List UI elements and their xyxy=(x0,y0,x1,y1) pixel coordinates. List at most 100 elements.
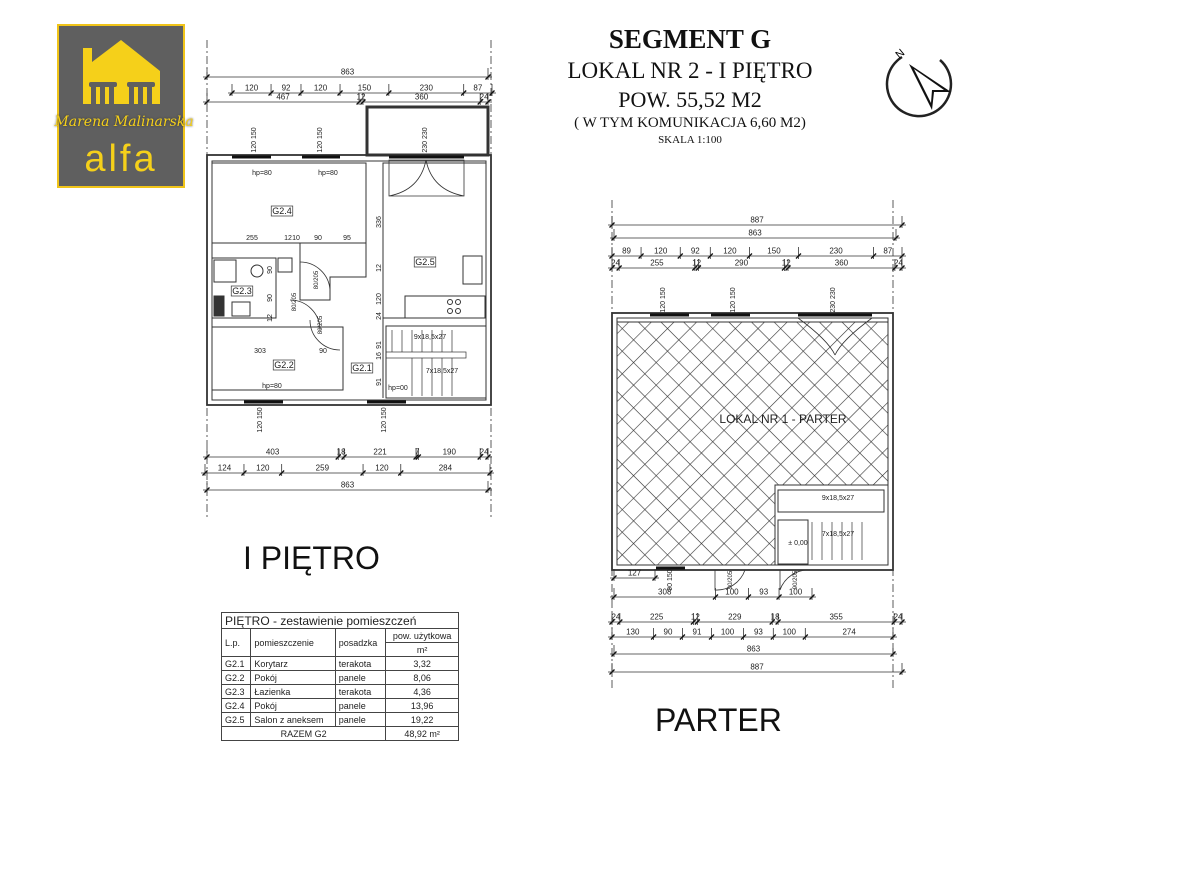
drawing-scale: SKALA 1:100 xyxy=(658,134,722,146)
room-label: G2.1 xyxy=(352,363,372,373)
unit-area: POW. 55,52 M2 xyxy=(618,87,762,112)
dimension-tick xyxy=(335,454,342,460)
interior-dimension: 12 xyxy=(376,264,383,272)
dimension-label: 12 xyxy=(782,259,791,268)
dimension-label: 284 xyxy=(439,464,453,473)
dimension-label: 24 xyxy=(480,448,489,457)
interior-dimension: 24 xyxy=(376,312,383,320)
room-label: G2.5 xyxy=(415,257,435,267)
dimension-tick xyxy=(795,253,802,259)
dimension-label: 230 xyxy=(829,247,843,256)
window-height-label: hp=80 xyxy=(318,170,338,177)
dimension-label: 150 xyxy=(767,247,781,256)
cell-lp: G2.3 xyxy=(220,684,252,699)
dimension-tick xyxy=(485,74,491,80)
dimension-tick xyxy=(204,487,210,493)
dimension-label: 120 xyxy=(375,464,389,473)
cell-lp: G2.1 xyxy=(220,656,252,671)
dimension-tick xyxy=(652,575,658,581)
total-label: RAZEM G2 xyxy=(220,726,387,741)
dimension-label: 24 xyxy=(480,93,489,102)
dimension-tick xyxy=(809,594,815,600)
dimension-label: 100 xyxy=(783,628,797,637)
room-tag-box xyxy=(413,256,437,268)
room-tag-box xyxy=(272,359,296,371)
dimension-tick xyxy=(298,90,304,96)
interior-dimension: 12 xyxy=(267,314,274,322)
dimension-tick xyxy=(679,634,686,640)
dimension-label: 259 xyxy=(316,464,330,473)
dimension-label: 120 xyxy=(256,464,270,473)
hatched-area xyxy=(616,321,889,566)
dimension-label: 863 xyxy=(748,229,762,238)
cell-room: Salon z aneksem xyxy=(250,712,336,727)
dimension-label: 127 xyxy=(628,569,642,578)
cell-lp: G2.5 xyxy=(220,712,252,727)
dimension-tick xyxy=(899,265,905,271)
interior-dimension: 95 xyxy=(343,235,351,242)
dimension-tick xyxy=(677,253,684,259)
dimension-tick xyxy=(891,619,898,625)
dimension-label: 87 xyxy=(883,247,892,256)
dimension-tick xyxy=(695,265,702,271)
dimension-label: 18 xyxy=(771,613,780,622)
dimension-tick xyxy=(891,265,898,271)
dimension-label: 120 xyxy=(314,84,328,93)
dimension-tick xyxy=(204,454,210,460)
dimension-label: 12 xyxy=(692,259,701,268)
door-label: 90/205 xyxy=(728,570,734,589)
dimension-label: 24 xyxy=(894,613,903,622)
door-label: 90/205 xyxy=(793,570,799,589)
header-room: pomieszczenie xyxy=(250,628,336,657)
room-g2-5 xyxy=(382,162,487,319)
dimension-label: 229 xyxy=(728,613,742,622)
cell-area: 4,36 xyxy=(385,684,459,699)
dimension-tick xyxy=(893,235,899,241)
cell-area: 19,22 xyxy=(385,712,459,727)
dimension-tick xyxy=(899,222,905,228)
dimension-tick xyxy=(745,594,752,600)
dimension-label: 130 xyxy=(626,628,640,637)
dimension-label: 863 xyxy=(341,481,355,490)
dimension-tick xyxy=(385,90,392,96)
dimension-tick xyxy=(609,634,615,640)
cell-floor: panele xyxy=(334,712,387,727)
logo-brand: alfa xyxy=(84,138,158,180)
dimension-tick xyxy=(785,265,791,271)
opening-label: 120 150 xyxy=(381,407,388,432)
dimension-tick xyxy=(890,634,896,640)
stair-label: 9x18,5x27 xyxy=(822,495,854,502)
dimension-tick xyxy=(609,253,615,259)
dimension-label: 403 xyxy=(266,448,280,457)
dimension-tick xyxy=(775,619,782,625)
dimension-label: 274 xyxy=(842,628,856,637)
total-value: 48,92 m² xyxy=(385,726,459,741)
dimension-label: 360 xyxy=(415,93,429,102)
dimension-tick xyxy=(899,253,905,259)
dimension-tick xyxy=(241,470,247,476)
dimension-label: 887 xyxy=(750,216,764,225)
header-area: pow. użytkowa xyxy=(385,628,459,643)
dimension-tick xyxy=(611,651,617,657)
cell-area: 3,32 xyxy=(385,656,459,671)
logo-script-text: Marena Malinarska xyxy=(54,114,194,130)
cell-floor: terakota xyxy=(334,684,387,699)
dimension-tick xyxy=(356,99,363,105)
first-floor-plan xyxy=(206,40,492,520)
dimension-tick xyxy=(609,265,615,271)
header-lp: L.p. xyxy=(220,628,252,657)
cell-lp: G2.4 xyxy=(220,698,252,713)
dimension-tick xyxy=(616,619,623,625)
room-label: G2.2 xyxy=(274,360,294,370)
door-label: 80/205 xyxy=(314,270,320,289)
dimension-tick xyxy=(890,651,896,657)
dimension-tick xyxy=(740,634,747,640)
stair-label: 9x18,5x27 xyxy=(414,334,446,341)
interior-dimension: 91 xyxy=(376,341,383,349)
dimension-label: 120 xyxy=(723,247,737,256)
